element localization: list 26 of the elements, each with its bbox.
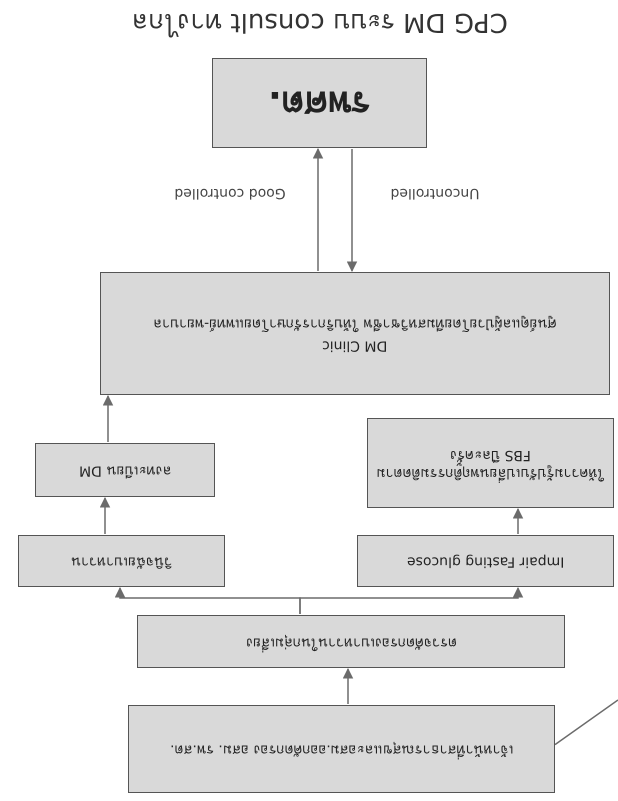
box-text: ตรวจคัดกรองเบาหวานในกลุ่มเสี่ยง [246,633,456,650]
box-text: DM Clinic [322,336,388,353]
arrow [102,394,114,442]
arrow [299,586,524,614]
process-box [367,418,614,508]
box-text: วินิจฉัยเบาหวาน [71,552,172,570]
arrow [512,508,524,534]
arrow [346,149,358,272]
arrow [312,148,324,271]
process-box [212,58,427,148]
arrow [342,668,354,704]
process-box [35,443,215,497]
title: CPG DM ระบบ consult ทางไกล [131,6,509,40]
process-box [137,615,565,668]
box-text: ให้ความรู้ปรับเปลี่ยนพฤติกรรมติดตาม FBS ปีละครั้ง [376,446,605,480]
box-text: ศูนย์ดูแลผู้ป่วยโดยทีมสหวิชาชีพ ให้บริการรักษาโดยแพทย์-พยาบาล [153,314,557,332]
box-text: ลงทะเบียน DM [78,462,172,479]
process-box [357,535,614,587]
line [554,699,618,746]
box-text: รพศต. [268,82,371,126]
box-text: Impair Fasting glucose [406,552,564,570]
arrow [100,496,110,534]
process-box [100,272,610,395]
process-box [128,705,555,793]
box-text: เจ้าหน้าที่สาธารณสุขและอสม.ออกคัดกรอง อสม. รพ.สต. [170,740,514,758]
process-box [18,535,225,587]
